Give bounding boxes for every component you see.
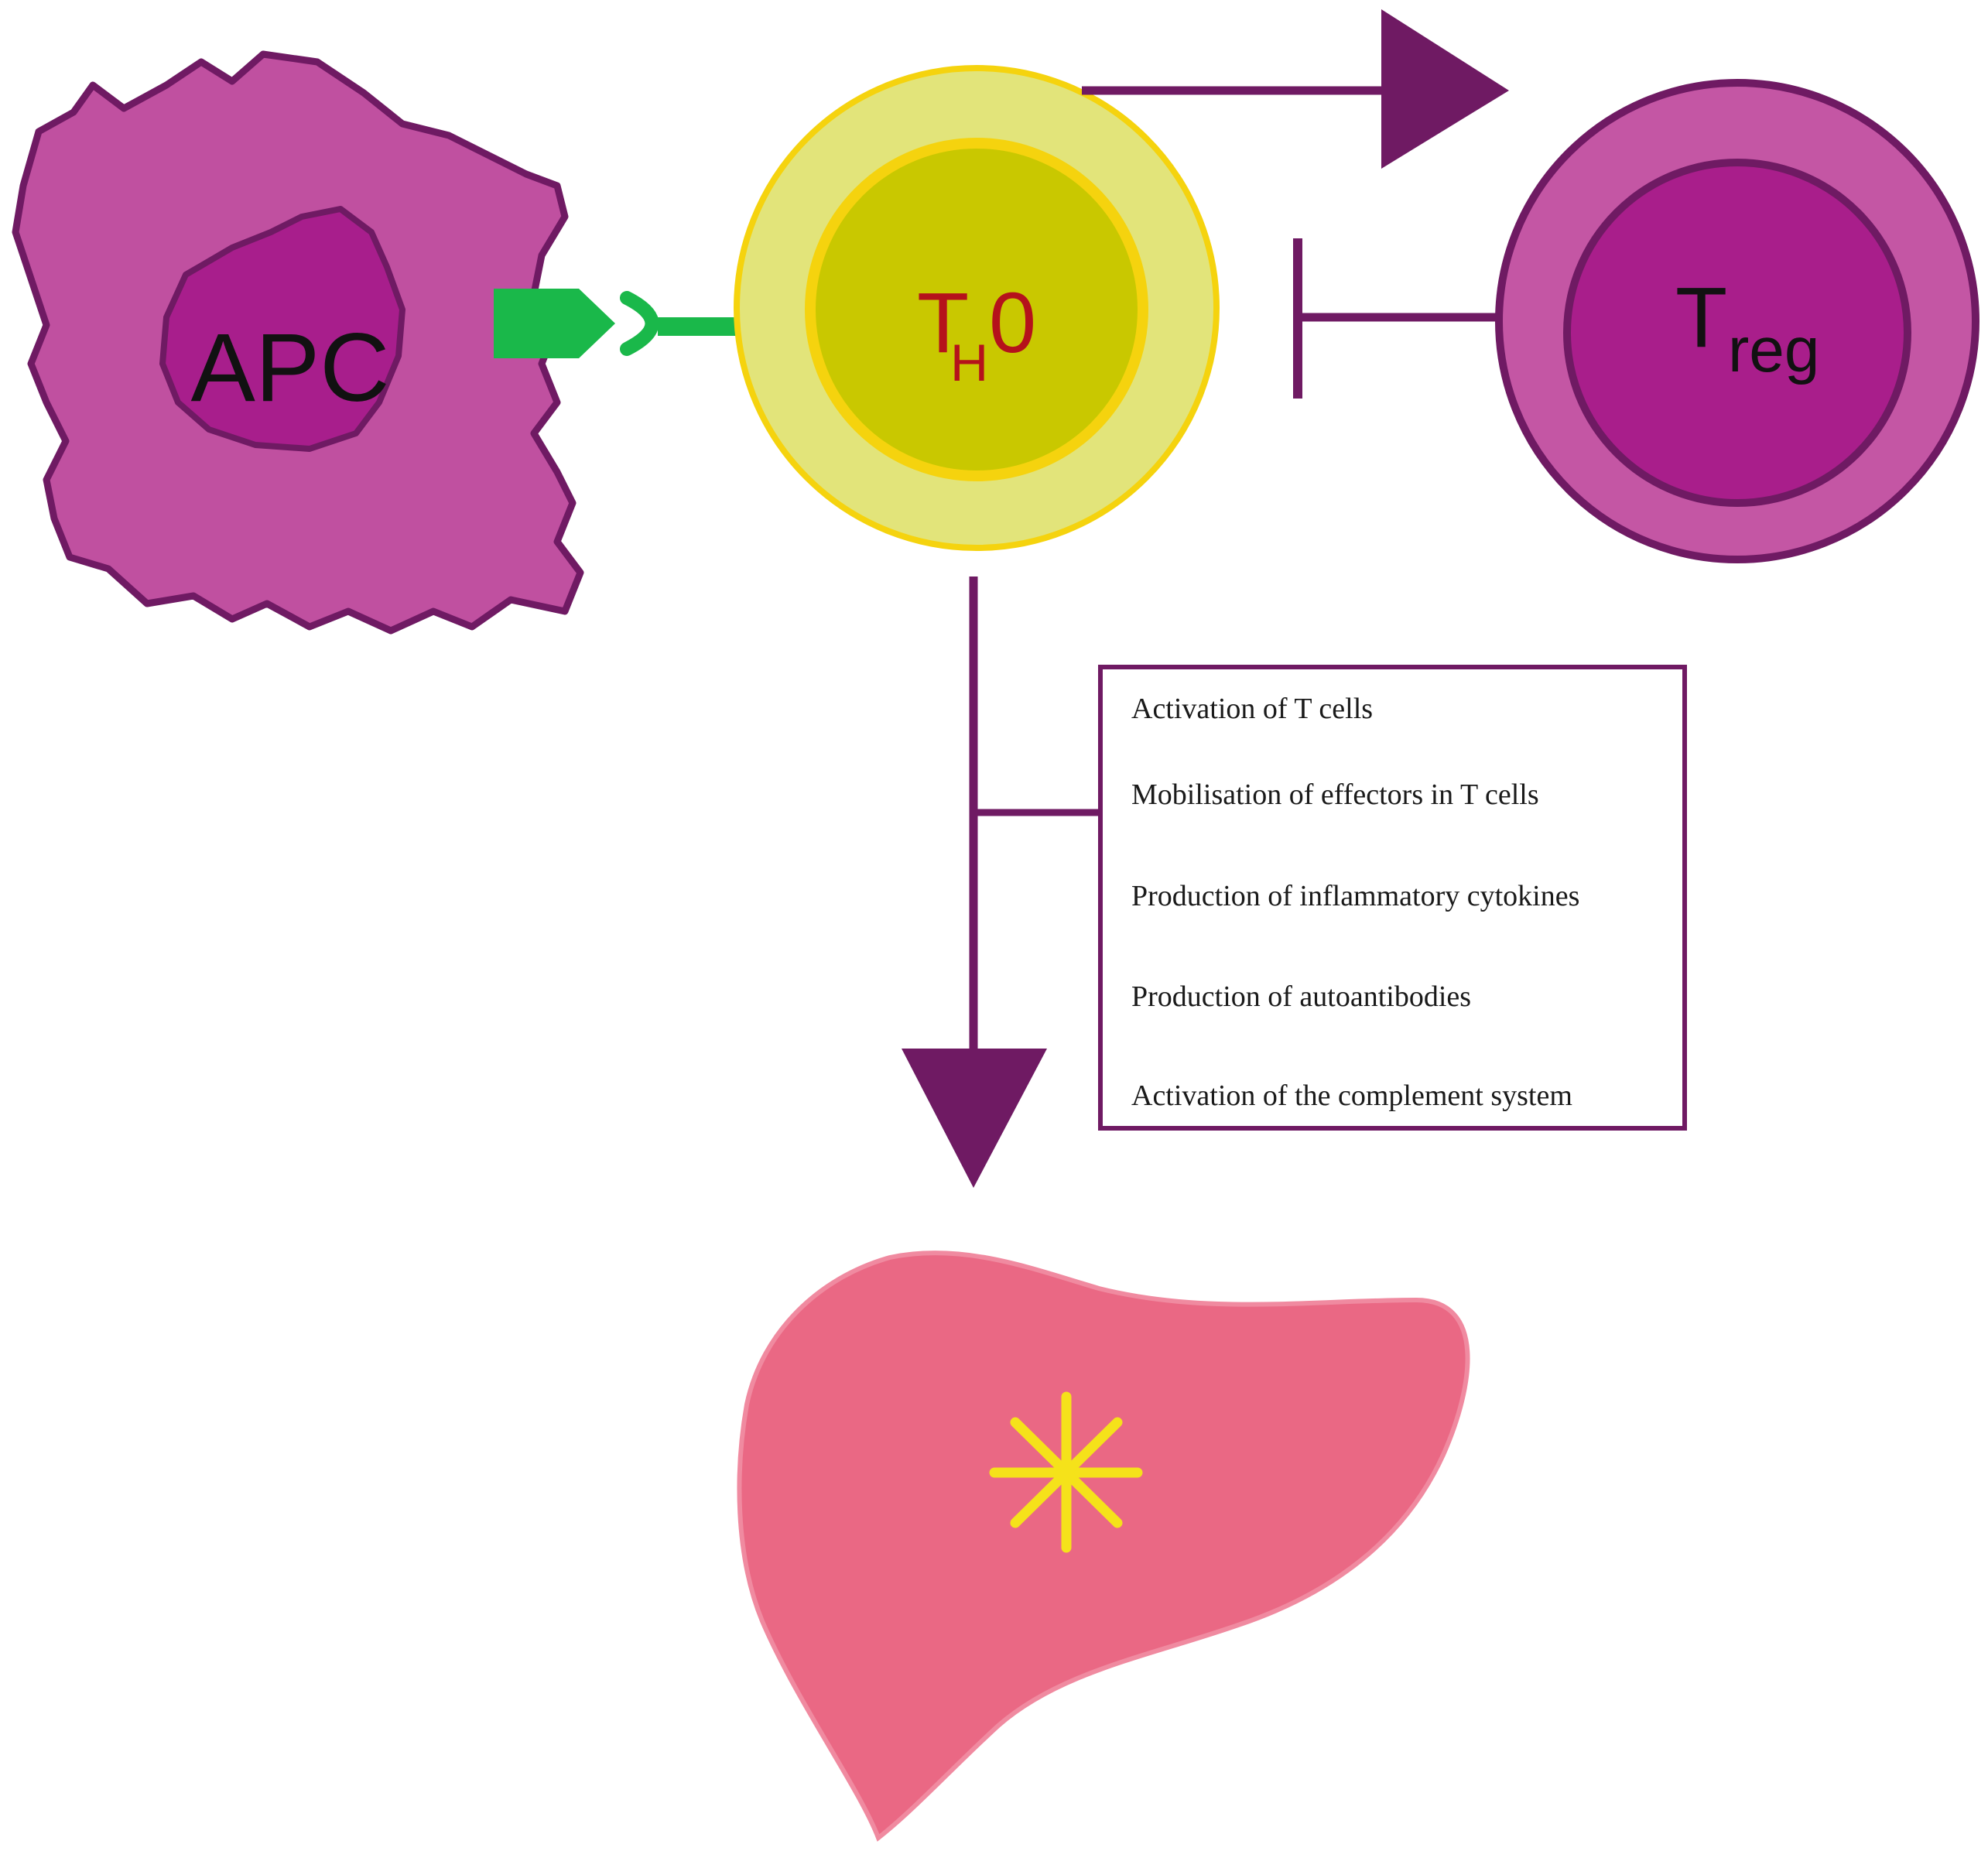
- effect-inflammatory-cytokines: Production of inflammatory cytokines: [1131, 880, 1579, 912]
- treg-inhibition-line: [1293, 238, 1499, 399]
- th0-to-treg-arrowhead: [1381, 9, 1509, 169]
- effects-box-frame: [1098, 665, 1687, 1131]
- treg-cell: T reg: [1495, 79, 1979, 563]
- asterisk-star-icon: [989, 1391, 1143, 1553]
- th0-label-main: T: [917, 275, 969, 371]
- apc-cell: APC: [12, 50, 584, 635]
- effect-autoantibodies: Production of autoantibodies: [1131, 980, 1471, 1013]
- th0-label-suffix: 0: [989, 275, 1036, 371]
- liver-shape: [737, 1251, 1470, 1842]
- liver-arrowhead: [902, 1049, 1047, 1188]
- effect-complement-system: Activation of the complement system: [1131, 1079, 1572, 1112]
- effect-mobilisation-effectors: Mobilisation of effectors in T cells: [1131, 778, 1539, 811]
- th0-nucleus: [805, 138, 1148, 481]
- th0-label: T H 0: [917, 275, 1036, 392]
- apc-label: APC: [190, 314, 389, 422]
- treg-nucleus: [1563, 159, 1911, 507]
- effects-box: Activation of T cells Mobilisation of ef…: [1098, 665, 1687, 1131]
- treg-label-main: T: [1675, 270, 1727, 365]
- th0-label-sub: H: [950, 334, 988, 392]
- mhc-tcr-receptor-icon: [494, 289, 768, 358]
- liver-icon: [737, 1251, 1470, 1842]
- apc-nucleus: [159, 206, 405, 452]
- th0-to-liver-arrow: [902, 577, 1100, 1188]
- th0-cell: T H 0: [734, 65, 1220, 551]
- treg-label-sub: reg: [1728, 315, 1820, 385]
- effect-activation-t-cells: Activation of T cells: [1131, 693, 1373, 725]
- mhc-peptide-shape: [494, 289, 615, 358]
- tcr-receptor-arc: [620, 291, 659, 356]
- treg-label: T reg: [1675, 270, 1820, 385]
- th0-to-treg-arrow: [1082, 9, 1509, 169]
